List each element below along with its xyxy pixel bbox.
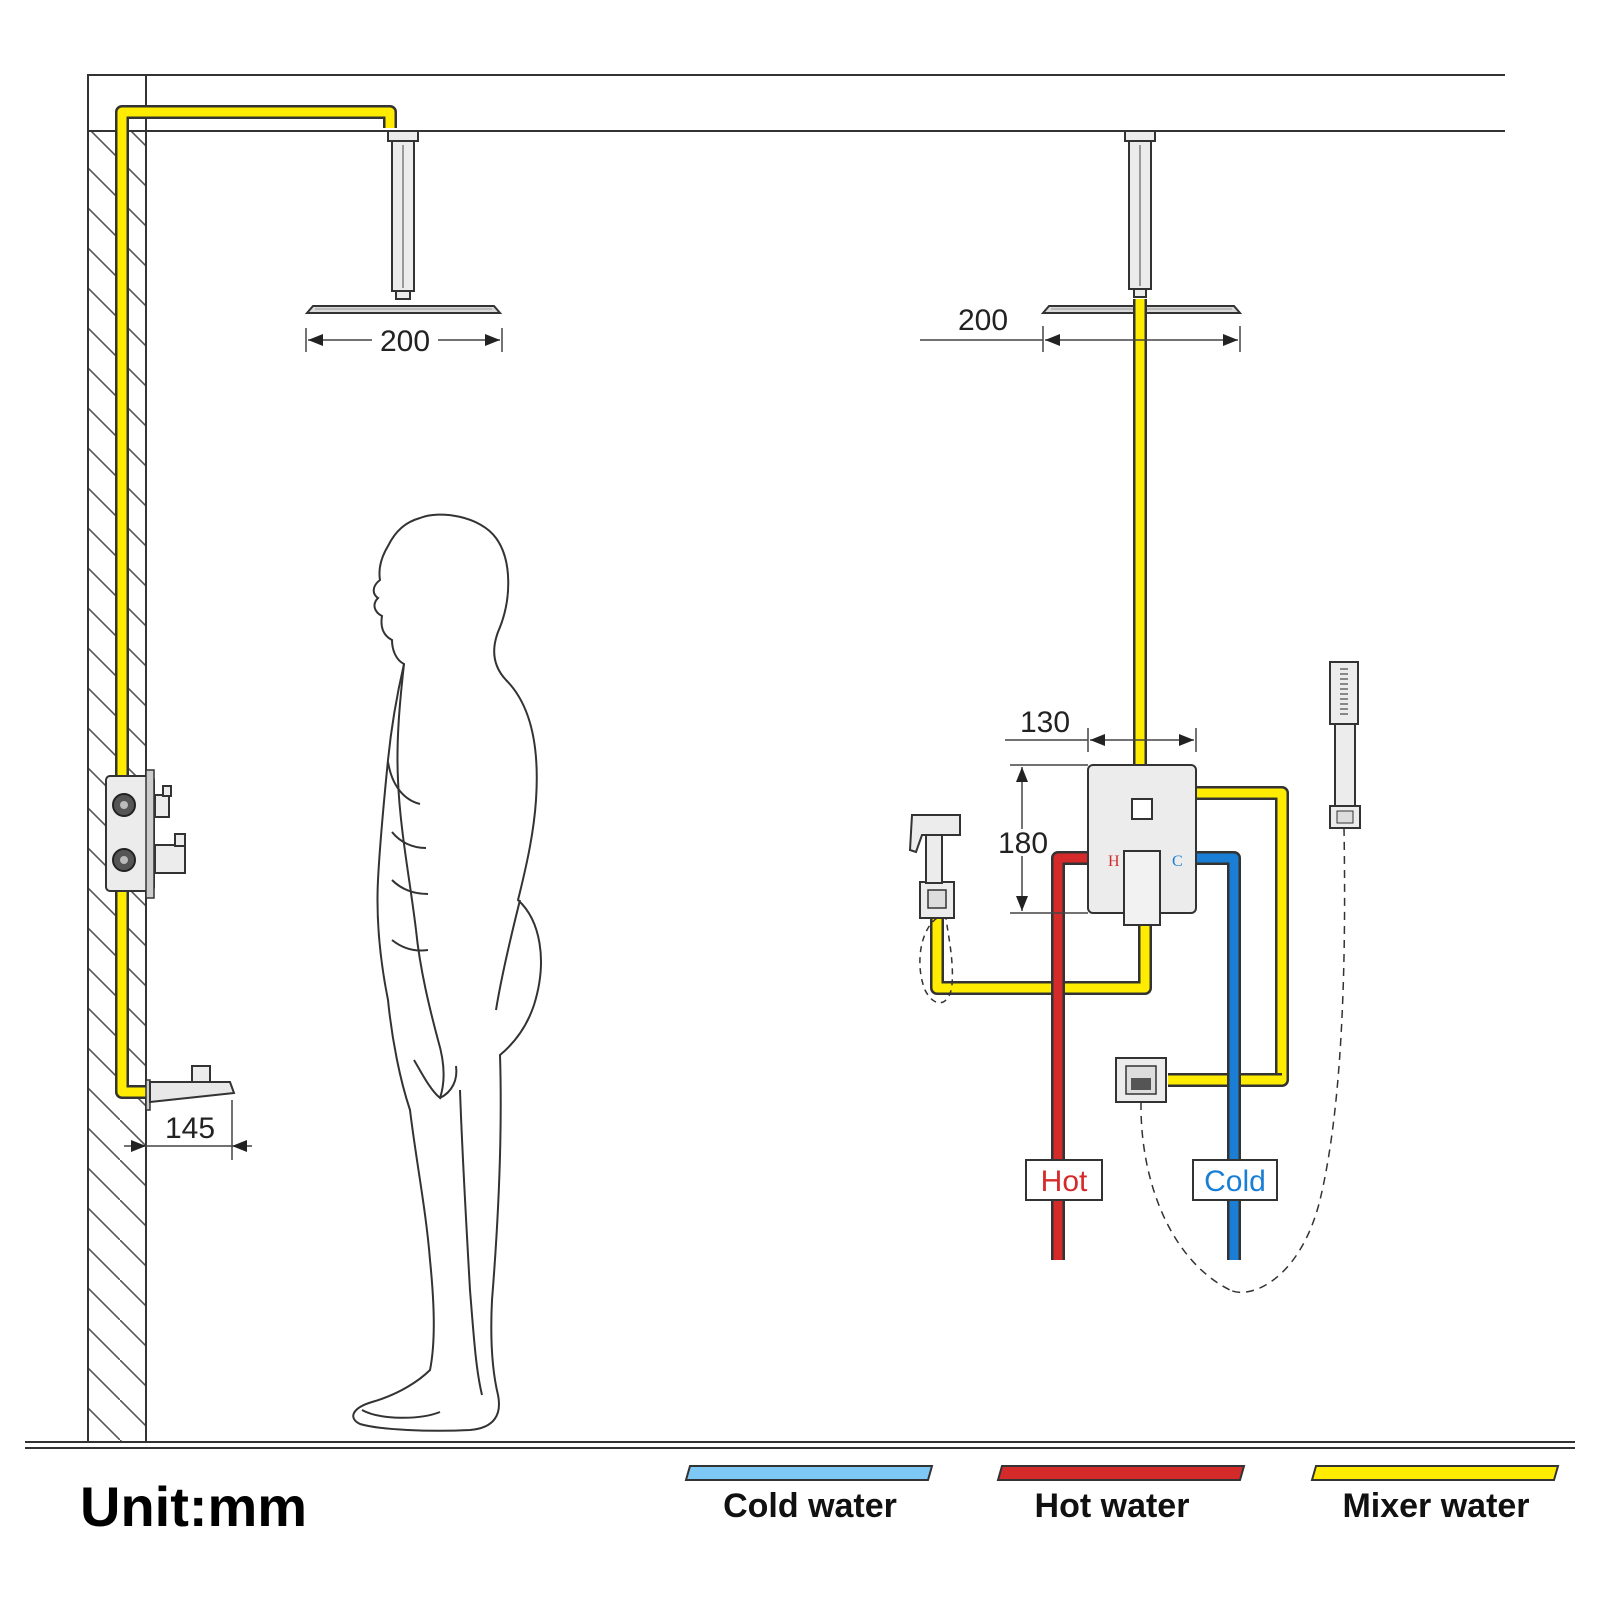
bidet-sprayer	[908, 814, 961, 1004]
left-mixer-pipe	[115, 105, 397, 1099]
legend-mixer-water: Mixer water	[1310, 1465, 1560, 1525]
valve-width-label: 130	[1020, 706, 1070, 739]
valve-height-label: 180	[998, 827, 1048, 860]
cold-tag: Cold	[1192, 1159, 1278, 1201]
legend-hot-water: Hot water	[996, 1465, 1246, 1525]
right-mixer-pipes	[930, 299, 1289, 1087]
right-head-width-label: 200	[958, 304, 1008, 337]
hot-supply-pipe	[1051, 851, 1090, 1260]
left-head-width-dimension: 200	[305, 325, 503, 358]
hand-shower	[1229, 661, 1361, 1294]
wall-outlet-elbow	[1115, 1057, 1231, 1291]
hot-tag-label: Hot	[1041, 1165, 1088, 1198]
legend-mixer-label: Mixer water	[1342, 1487, 1529, 1525]
valve-width-dimension: 130	[1005, 706, 1197, 752]
legend-cold-water: Cold water	[684, 1465, 934, 1525]
concealed-valve: H C	[1087, 764, 1197, 926]
valve-height-dimension: 180	[998, 764, 1088, 914]
left-head-width-label: 200	[380, 325, 430, 358]
left-rain-shower-head	[304, 305, 503, 314]
valve-cold-mark: C	[1172, 853, 1183, 870]
spout-depth-dimension: 145	[124, 1100, 252, 1160]
cold-supply-pipe	[1194, 851, 1241, 1260]
legend-hot-label: Hot water	[1035, 1487, 1190, 1525]
left-ceiling-arm	[387, 130, 419, 300]
spout-depth-label: 145	[165, 1112, 215, 1145]
cold-tag-label: Cold	[1204, 1165, 1266, 1198]
legend-cold-label: Cold water	[723, 1487, 897, 1525]
human-silhouette	[352, 513, 542, 1432]
unit-label: Unit:mm	[80, 1475, 307, 1538]
hot-tag: Hot	[1025, 1159, 1103, 1201]
left-wall-valve	[105, 769, 186, 899]
right-ceiling-arm	[1124, 130, 1156, 298]
right-head-width-dimension: 200	[920, 304, 1241, 352]
tub-spout	[145, 1065, 236, 1111]
valve-hot-mark: H	[1108, 853, 1120, 870]
